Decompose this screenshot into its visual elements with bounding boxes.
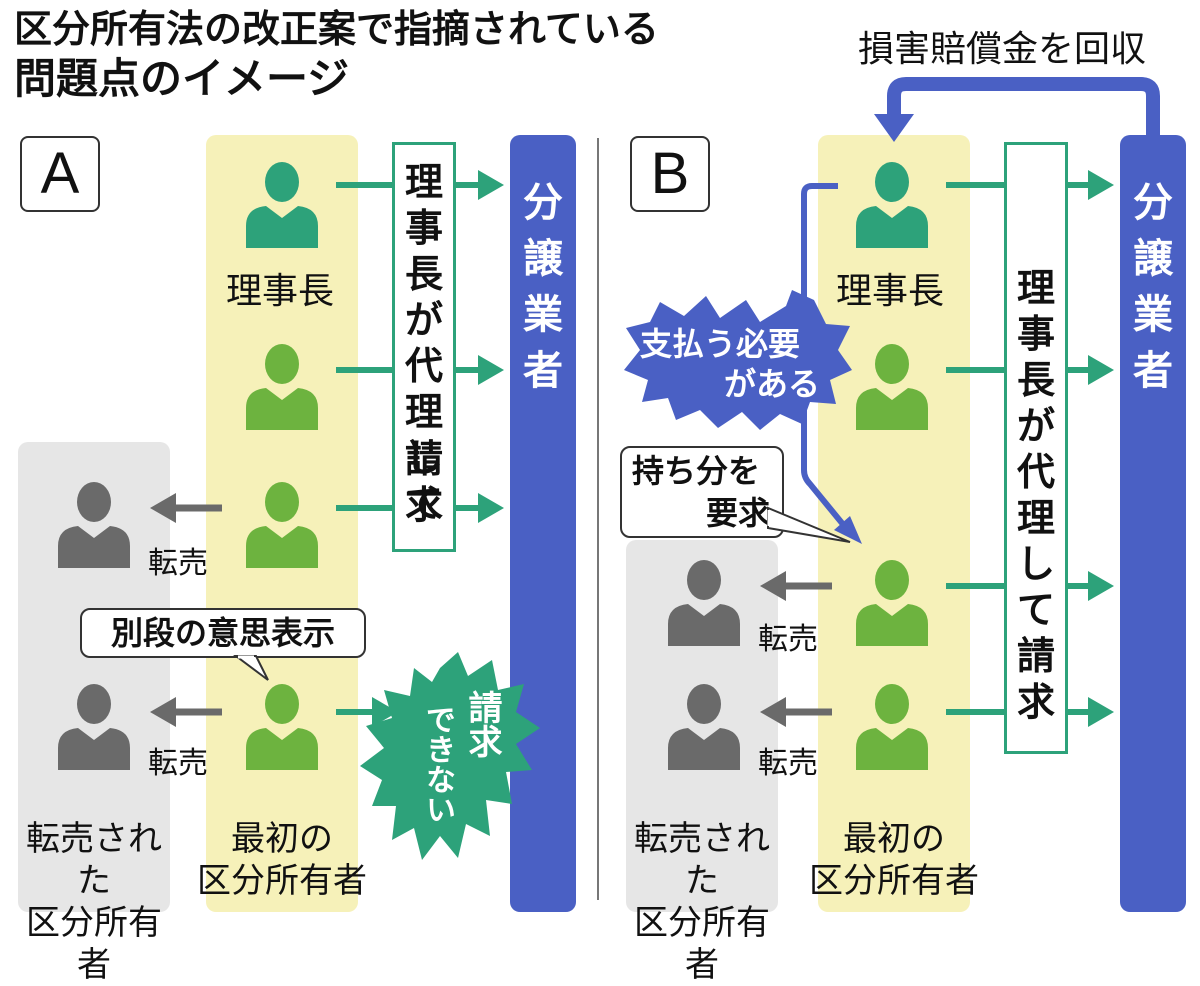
panel-a-developer-char-2: 譲	[523, 236, 563, 282]
panel-a-developer-char-3: 業	[523, 292, 563, 338]
panel-b-proxy-claim-box: 理 事 長 が 代 理 し て 請 求	[1004, 142, 1068, 754]
panel-b-footer-original-line-1: 最初の	[843, 819, 945, 859]
panel-a-proxy-claim-tail: 請 求	[392, 436, 456, 528]
title-line-2: 問題点のイメージ	[14, 54, 350, 103]
panel-a-cannot-claim-text: 請求 できない	[404, 690, 514, 840]
panel-a-proxy-char-6: 理	[404, 390, 443, 434]
panel-a-owner-3-person-icon	[242, 478, 322, 568]
panel-b-chairman-label: 理事長	[836, 271, 945, 312]
panel-b-owner-2-person-icon	[852, 340, 932, 430]
title-line-1: 区分所有法の改正案で指摘されている	[14, 7, 659, 51]
panel-b-chairman-person-icon	[852, 158, 932, 248]
panel-a-proxy-claim-box: 理 事 長 が 代 理 し て	[392, 142, 456, 552]
panel-a-chairman-person-icon	[242, 158, 322, 248]
panel-a-resale-label-2: 転売	[148, 746, 208, 781]
panel-b-bubble-line-2: 要求	[705, 494, 770, 532]
panel-b-original-owners-column	[818, 135, 970, 912]
panel-a-proxy-char-4: が	[404, 298, 443, 342]
panel-a-footer-original-line-1: 最初の	[231, 819, 333, 859]
panel-b-proxy-char-3: 長	[1016, 358, 1055, 402]
panel-b-proxy-char-8: て	[1016, 588, 1055, 632]
panel-a-proxy-char-9: 請	[404, 437, 443, 481]
panel-b-bubble-line-1: 持ち分を	[632, 452, 761, 490]
panel-b-must-pay-line-1: 支払う必要	[640, 325, 801, 363]
panel-b-developer-char-1: 分	[1133, 180, 1173, 226]
panel-b-developer-char-3: 業	[1133, 292, 1173, 338]
panel-a-cannot-claim-line-1: 請求	[462, 690, 502, 758]
panel-a-proxy-char-1: 理	[404, 160, 443, 204]
panel-b-footer-resold-line-1: 転売された	[634, 819, 770, 901]
panel-b-owner-3-person-icon	[852, 556, 932, 646]
panel-a-owner-4-person-icon	[242, 680, 322, 770]
panel-b-owner-4-person-icon	[852, 680, 932, 770]
panel-a-developer-char-4: 者	[523, 348, 563, 394]
panel-b-demand-share-bubble: 持ち分を 要求	[620, 446, 784, 538]
panel-a-footer-original: 最初の 区分所有者	[196, 818, 368, 902]
panel-b-recover-damages-label: 損害賠償金を回収	[858, 29, 1147, 70]
panel-b-proxy-char-5: 代	[1016, 450, 1055, 494]
panel-a-proxy-char-7: し	[404, 436, 443, 480]
panel-b-label: B	[630, 136, 710, 212]
panel-b-proxy-char-6: 理	[1016, 496, 1055, 540]
panel-b-resold-owner-1-person-icon	[664, 556, 744, 646]
panel-divider	[597, 138, 599, 900]
panel-a-resold-owner-1-person-icon	[54, 478, 134, 568]
panel-b-must-pay-line-2: がある	[723, 365, 820, 403]
panel-a-label: A	[20, 136, 100, 212]
panel-b-resold-owner-2-person-icon	[664, 680, 744, 770]
panel-b-developer-char-2: 譲	[1133, 236, 1173, 282]
panel-a-proxy-char-5: 代	[404, 344, 443, 388]
panel-a-proxy-char-2: 事	[404, 206, 443, 250]
panel-a-footer-resold: 転売された 区分所有者	[10, 818, 178, 986]
panel-b-footer-resold: 転売された 区分所有者	[618, 818, 786, 986]
panel-a-proxy-char-8: て	[404, 482, 443, 526]
panel-a-developer-char-1: 分	[523, 180, 563, 226]
panel-b-must-pay-text: 支払う必要 がある	[640, 324, 840, 404]
panel-b-developer-char-4: 者	[1133, 348, 1173, 394]
panel-b-resale-label-2: 転売	[758, 746, 818, 781]
panel-b-proxy-char-2: 事	[1016, 312, 1055, 356]
panel-b-proxy-char-9: 請	[1016, 634, 1055, 678]
panel-b-developer-column: 分 譲 業 者	[1120, 135, 1186, 912]
panel-b-proxy-char-10: 求	[1016, 680, 1055, 724]
panel-a-resold-owner-2-person-icon	[54, 680, 134, 770]
panel-a-footer-original-line-2: 区分所有者	[197, 861, 367, 901]
panel-b-recover-arrow	[887, 77, 1160, 135]
panel-a-cannot-claim-line-2: できない	[420, 704, 455, 824]
panel-b-footer-original-line-2: 区分所有者	[809, 861, 979, 901]
panel-a-owner-2-person-icon	[242, 340, 322, 430]
panel-a-footer-resold-line-2: 区分所有者	[26, 903, 162, 985]
panel-a-footer-resold-line-1: 転売された	[26, 819, 162, 901]
panel-b-resale-label-1: 転売	[758, 622, 818, 657]
panel-b-proxy-char-4: が	[1016, 404, 1055, 448]
panel-b-proxy-char-7: し	[1016, 542, 1055, 586]
panel-a-chairman-label: 理事長	[226, 271, 335, 312]
panel-a-proxy-char-10: 求	[404, 483, 443, 527]
panel-a-original-owners-column	[206, 135, 358, 912]
panel-b-proxy-char-1: 理	[1016, 266, 1055, 310]
panel-b-footer-resold-line-2: 区分所有者	[634, 903, 770, 985]
panel-b-resold-owners-column	[626, 540, 778, 912]
panel-a-proxy-char-3: 長	[404, 252, 443, 296]
panel-b-footer-original: 最初の 区分所有者	[808, 818, 980, 902]
panel-a-separate-intent-bubble: 別段の意思表示	[80, 608, 366, 658]
panel-a-resale-label-1: 転売	[148, 546, 208, 581]
panel-a-developer-column: 分 譲 業 者	[510, 135, 576, 912]
